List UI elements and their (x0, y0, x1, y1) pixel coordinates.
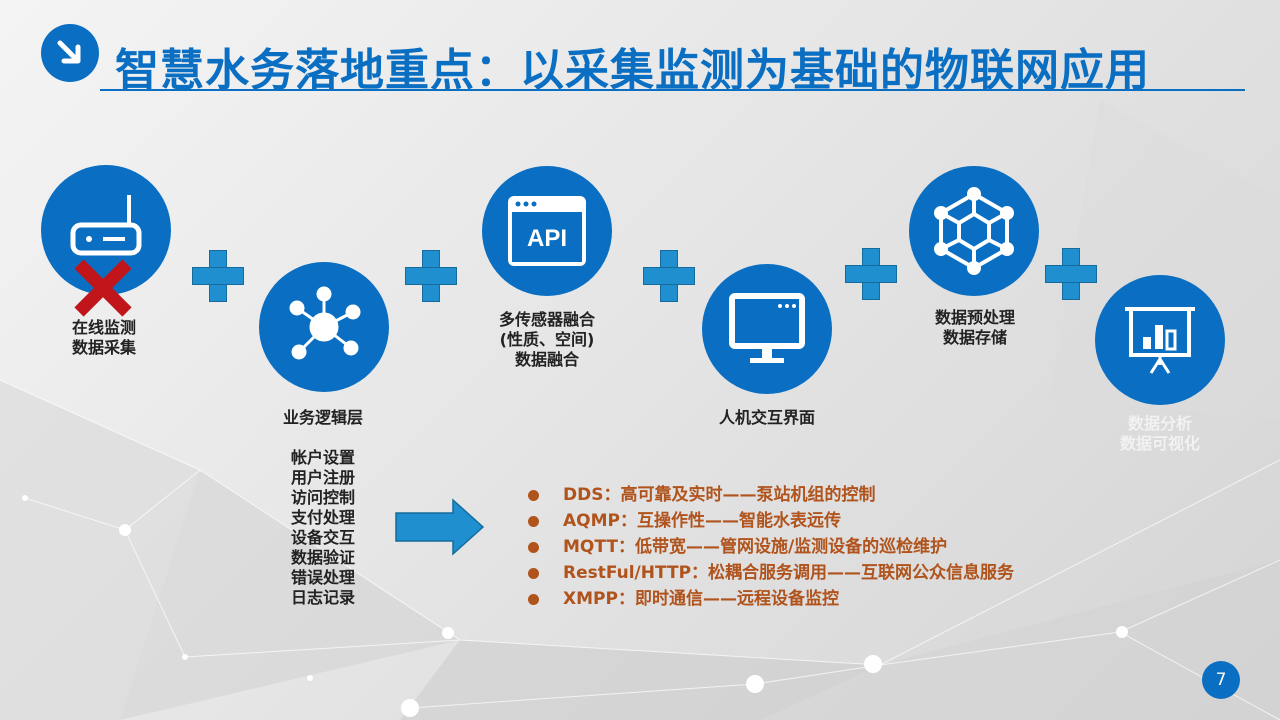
plus-icon (405, 250, 457, 302)
router-icon (41, 165, 171, 295)
api-window-icon: API (482, 166, 612, 296)
list-item: DDS：高可靠及实时——泵站机组的控制 (528, 484, 1014, 510)
plus-icon (1045, 248, 1097, 300)
title-underline (100, 89, 1245, 91)
list-item: XMPP：即时通信——远程设备监控 (528, 588, 1014, 614)
node-label-collection: 在线监测数据采集 (71, 318, 137, 357)
list-item: RestFul/HTTP：松耦合服务调用——互联网公众信息服务 (528, 562, 1014, 588)
node-label-preprocessing: 数据预处理数据存储 (934, 308, 1016, 347)
page-number: 7 (1202, 661, 1240, 699)
plus-icon (845, 248, 897, 300)
node-label-hmi: 人机交互界面 (718, 408, 816, 427)
svg-text:API: API (527, 225, 567, 252)
right-arrow-icon (395, 498, 485, 556)
hexagon-network-icon (909, 166, 1039, 296)
arrow-down-right-icon (41, 24, 99, 82)
cross-mark-icon (74, 259, 132, 317)
business-logic-list: 帐户设置用户注册访问控制支付处理设备交互数据验证错误处理日志记录 (290, 448, 356, 607)
monitor-icon (702, 264, 832, 394)
plus-icon (643, 250, 695, 302)
node-label-sensor-fusion: 多传感器融合(性质、空间)数据融合 (498, 310, 596, 369)
list-item: MQTT：低带宽——管网设施/监测设备的巡检维护 (528, 536, 1014, 562)
node-label-business-logic: 业务逻辑层 (282, 408, 364, 427)
plus-icon (192, 250, 244, 302)
node-label-analytics: 数据分析数据可视化 (1119, 414, 1201, 453)
list-item: AQMP：互操作性——智能水表远传 (528, 510, 1014, 536)
presentation-chart-icon (1095, 275, 1225, 405)
page-title: 智慧水务落地重点：以采集监测为基础的物联网应用 (115, 45, 1150, 96)
protocol-list: DDS：高可靠及实时——泵站机组的控制 AQMP：互操作性——智能水表远传 MQ… (528, 484, 1014, 614)
network-hub-icon (259, 262, 389, 392)
